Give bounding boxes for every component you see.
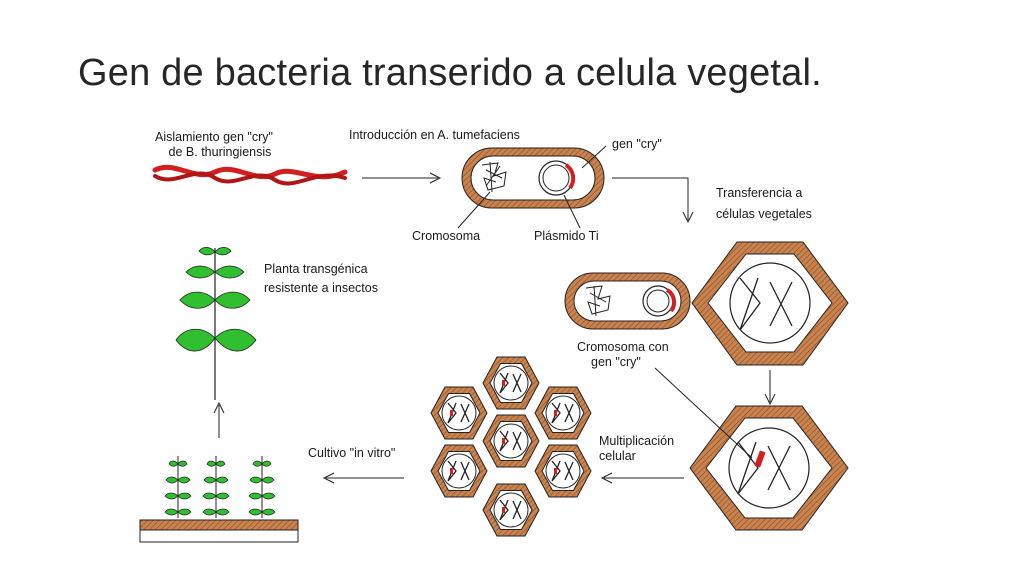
bacterium-modified <box>564 272 691 330</box>
arrow-to-transfer <box>612 177 694 224</box>
pointer-gen-cry <box>581 145 607 169</box>
arrow-to-transformed-cell <box>764 370 776 406</box>
pointer-plasmido <box>563 194 581 229</box>
label-isolation-line1: Aislamiento gen "cry" <box>155 130 273 144</box>
label-transgenic-plant: Planta transgénica resistente a insectos <box>264 262 378 296</box>
label-isolation-line2: de B. thuringiensis <box>168 145 272 159</box>
chromosome-tangle <box>481 161 507 193</box>
label-mult-line1: Multiplicación <box>599 434 675 448</box>
seedling-tray <box>139 455 299 543</box>
label-multiplication: Multiplicación celular <box>599 434 674 464</box>
label-gen-cry-top: gen "cry" <box>612 137 662 151</box>
pointer-chromosome-with-gene <box>654 367 753 459</box>
label-chrom-con-line2: gen "cry" <box>591 355 641 369</box>
arrow-to-multiplication <box>600 472 684 484</box>
label-transfer-line2: células vegetales <box>716 207 812 221</box>
label-plant-line2: resistente a insectos <box>264 281 378 295</box>
label-isolation: Aislamiento gen "cry" de B. thuringiensi… <box>155 130 273 160</box>
label-chromosome-with-gene: Cromosoma con gen "cry" <box>577 340 669 370</box>
label-introduction: Introducción en A. tumefaciens <box>349 128 520 142</box>
label-cromosoma: Cromosoma <box>412 229 481 243</box>
plant-cell-initial <box>691 241 849 366</box>
arrow-to-bacterium <box>362 172 442 184</box>
label-plant-line1: Planta transgénica <box>264 262 368 276</box>
label-mult-line2: celular <box>599 449 636 463</box>
label-plasmido-ti: Plásmido Ti <box>534 229 599 243</box>
label-transfer: Transferencia a células vegetales <box>716 186 812 222</box>
plant-cell-transformed <box>689 405 849 531</box>
arrow-to-transgenic-plant <box>213 401 225 438</box>
label-cultivo: Cultivo "in vitro" <box>308 446 396 460</box>
cell-cluster <box>430 356 592 537</box>
pointer-cromosoma <box>457 191 491 229</box>
label-chrom-con-line1: Cromosoma con <box>577 340 669 354</box>
bacterium-agrobacterium <box>461 147 605 209</box>
arrow-to-seedlings <box>322 472 404 484</box>
plasmid-ti <box>538 160 576 196</box>
cry-gene-helix <box>152 164 348 186</box>
slide-title: Gen de bacteria transerido a celula vege… <box>78 52 822 94</box>
label-transfer-line1: Transferencia a <box>716 186 803 200</box>
transgenic-plant <box>175 246 257 400</box>
